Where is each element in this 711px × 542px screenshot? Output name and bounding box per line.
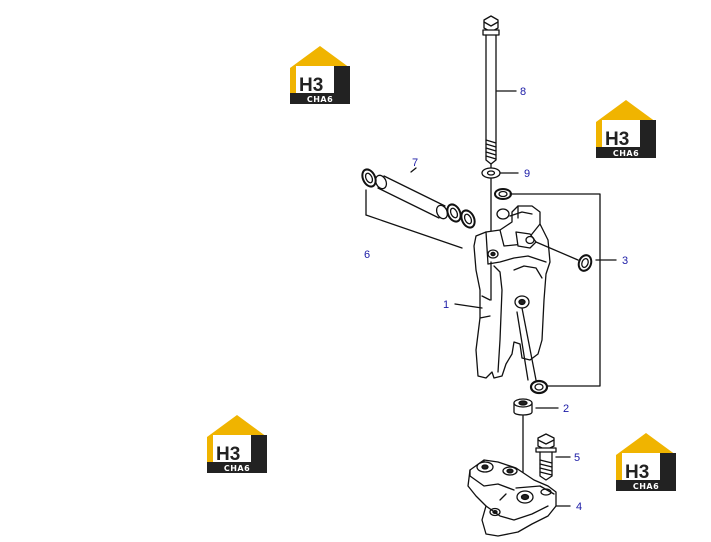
- leader-line-7: [410, 167, 417, 173]
- watermark-logo: [290, 46, 350, 104]
- callout-4: 4: [576, 501, 582, 513]
- bracket-part-4: [467, 459, 557, 537]
- callout-7: 7: [412, 157, 418, 169]
- callout-3: 3: [622, 255, 628, 267]
- callout-labels: 8 9 7 6 3 1 2 5 4: [364, 86, 628, 513]
- bolt-part-5: [535, 433, 557, 481]
- callout-1: 1: [443, 299, 449, 311]
- callout-2: 2: [563, 403, 569, 415]
- watermark-logo: [207, 415, 267, 473]
- washer-part-9: [481, 167, 501, 179]
- callout-9: 9: [524, 168, 530, 180]
- callout-8: 8: [520, 86, 526, 98]
- o-ring-part-3: [577, 254, 593, 272]
- watermark-logo: [616, 433, 676, 491]
- leader-line-1: [454, 303, 483, 309]
- callout-5: 5: [574, 452, 580, 464]
- housing-part-1: [473, 205, 551, 379]
- o-ring: [494, 188, 512, 200]
- long-bolt-part-8: [482, 15, 500, 263]
- o-ring: [529, 379, 549, 395]
- callout-6: 6: [364, 249, 370, 261]
- watermark-logo: [596, 100, 656, 158]
- tube-part-7: [361, 168, 476, 229]
- bushing-part-2: [513, 398, 533, 416]
